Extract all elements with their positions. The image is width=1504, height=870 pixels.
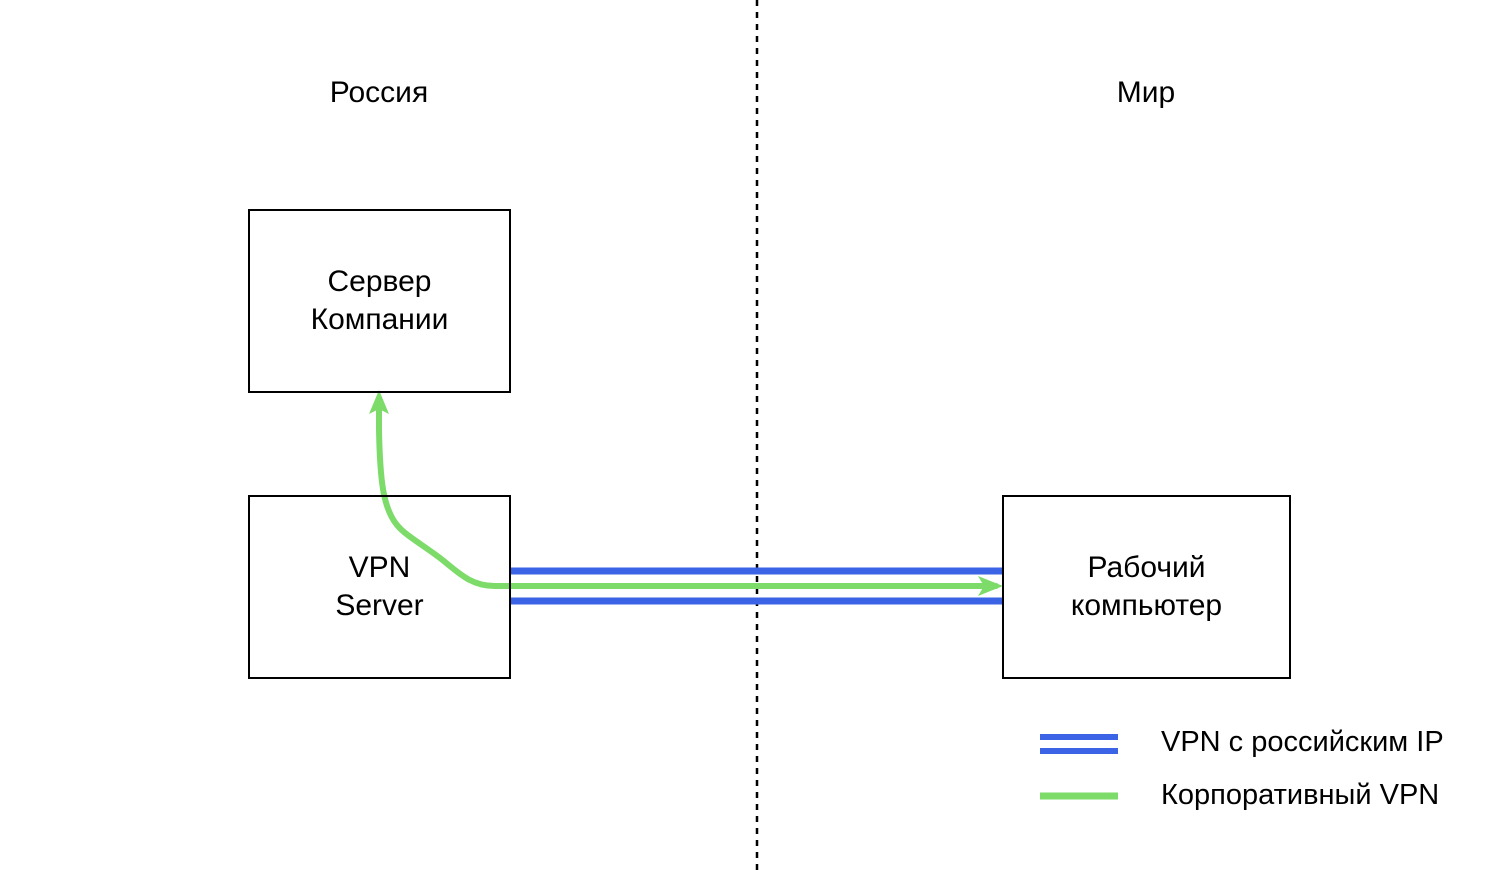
- vpn-server-box: VPN Server: [248, 495, 511, 679]
- region-title-world: Мир: [1116, 76, 1176, 109]
- vpn-server-label-line1: VPN: [348, 551, 411, 584]
- work-computer-label-line2: компьютер: [1070, 589, 1223, 622]
- work-computer-label-line1: Рабочий: [1087, 551, 1206, 584]
- vpn-server-label-line2: Server: [335, 589, 424, 622]
- work-computer-box: Рабочий компьютер: [1002, 495, 1291, 679]
- vpn-server-label: VPN Server: [335, 549, 423, 625]
- company-server-box: Сервер Компании: [248, 209, 511, 393]
- work-computer-label: Рабочий компьютер: [1071, 549, 1222, 625]
- legend-russian-ip-vpn-label: VPN с российским IP: [1161, 726, 1444, 758]
- company-server-label: Сервер Компании: [311, 263, 449, 339]
- legend-corporate-vpn-label: Корпоративный VPN: [1161, 779, 1440, 811]
- corporate-vpn-arrowhead-right: [978, 576, 1003, 596]
- corporate-vpn-arrowhead-up: [369, 390, 389, 414]
- company-server-label-line2: Компании: [310, 303, 449, 336]
- region-title-russia: Россия: [329, 76, 429, 109]
- corporate-vpn-path: [376, 403, 999, 589]
- company-server-label-line1: Сервер: [327, 265, 432, 298]
